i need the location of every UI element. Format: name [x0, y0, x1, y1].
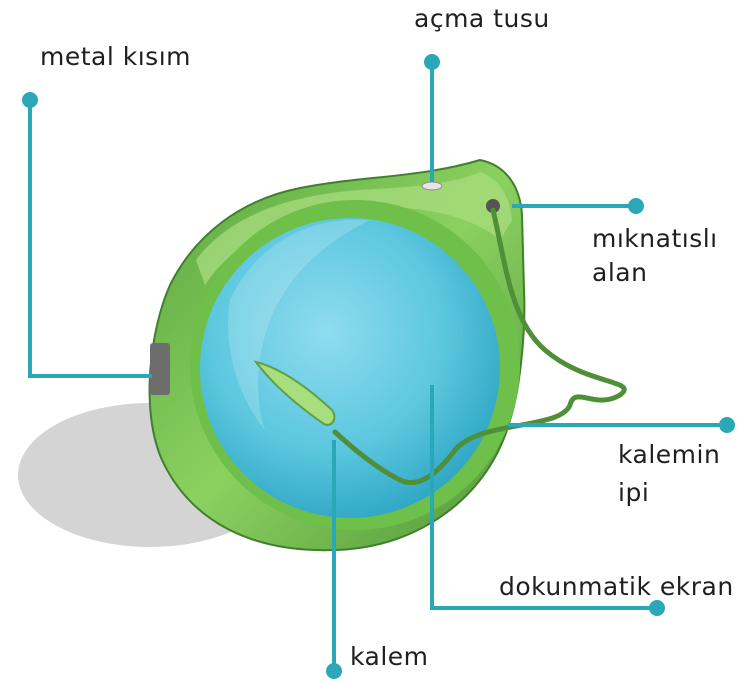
label-touch-screen: dokunmatik ekran	[499, 570, 734, 604]
label-open-button: açma tusu	[414, 2, 550, 36]
label-pen: kalem	[350, 640, 429, 674]
open-button	[422, 182, 442, 190]
label-pen-cord-line1: kalemin	[618, 438, 720, 472]
metal-part	[150, 343, 170, 395]
label-pen-cord-line2: ipi	[618, 476, 649, 510]
label-metal-part: metal kısım	[40, 40, 191, 74]
label-magnetic-area-line2: alan	[592, 256, 647, 290]
label-magnetic-area-line1: mıknatıslı	[592, 222, 718, 256]
